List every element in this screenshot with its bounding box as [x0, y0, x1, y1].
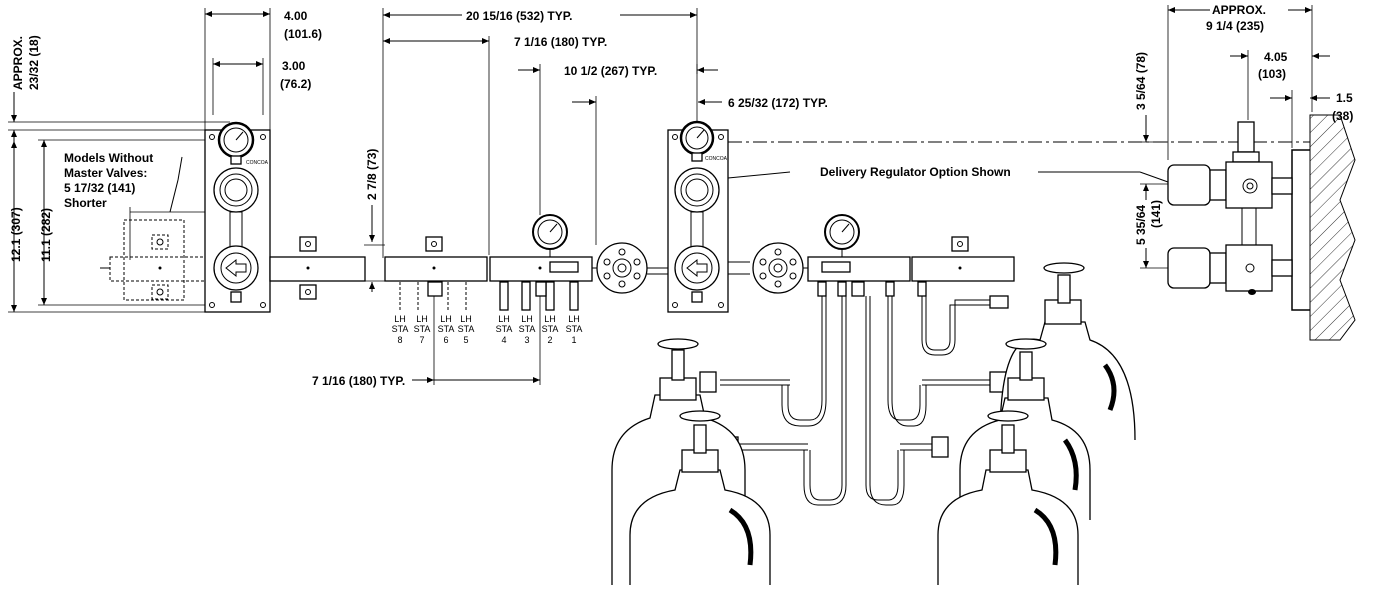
right-405-label: 4.05: [1264, 50, 1288, 64]
station-label: LH STA 5: [458, 314, 475, 345]
delivery-regulator-note: Delivery Regulator Option Shown: [820, 165, 1011, 179]
station-label: LH STA 2: [542, 314, 559, 345]
center-manifold: [384, 214, 668, 311]
svg-text:STA: STA: [392, 324, 409, 334]
vertical-273-label: 2 7/8 (73): [365, 149, 379, 200]
svg-text:1: 1: [571, 335, 576, 345]
svg-text:6: 6: [443, 335, 448, 345]
svg-text:LH: LH: [568, 314, 580, 324]
dimension-lines: [129, 5, 1330, 385]
svg-text:8: 8: [397, 335, 402, 345]
right-15-mm-label: (38): [1332, 109, 1353, 123]
svg-text:STA: STA: [566, 324, 583, 334]
svg-text:LH: LH: [440, 314, 452, 324]
approx-top-value: 23/32 (18): [27, 35, 41, 90]
svg-text:CONCOA: CONCOA: [705, 156, 728, 162]
station-labels: LH STA 8 LH STA 7 LH STA 6 LH STA 5 LH S…: [392, 314, 583, 345]
left-height-dims: [8, 92, 230, 313]
svg-text:LH: LH: [416, 314, 428, 324]
dim-3-mm-label: (76.2): [280, 77, 311, 91]
right-15-label: 1.5: [1336, 91, 1353, 105]
station-label: LH STA 3: [519, 314, 536, 345]
header-block-1: [269, 236, 366, 300]
svg-text:LH: LH: [498, 314, 510, 324]
svg-text:STA: STA: [519, 324, 536, 334]
dim-4-mm-label: (101.6): [284, 27, 322, 41]
models-note-line2: Master Valves:: [64, 166, 147, 180]
approx-top-label: APPROX.: [11, 36, 25, 90]
models-note-line3: 5 17/32 (141): [64, 181, 135, 195]
gas-cylinders: [611, 262, 1136, 585]
svg-text:4: 4: [501, 335, 506, 345]
right-lower-label-a: 5 35/64: [1134, 205, 1148, 245]
height-inner-label: 11.1 (282): [39, 208, 53, 262]
svg-text:5: 5: [463, 335, 468, 345]
svg-text:STA: STA: [458, 324, 475, 334]
right-405-mm-label: (103): [1258, 67, 1286, 81]
station-label: LH STA 6: [438, 314, 455, 345]
station-typ-label: 7 1/16 (180) TYP.: [514, 35, 607, 49]
station-label: LH STA 1: [566, 314, 583, 345]
dim-3-label: 3.00: [282, 59, 306, 73]
svg-text:LH: LH: [460, 314, 472, 324]
right-upper-label: 3 5/64 (78): [1134, 52, 1148, 110]
right-lower-label-b: (141): [1149, 200, 1163, 228]
svg-text:2: 2: [547, 335, 552, 345]
svg-text:CONCOA: CONCOA: [246, 160, 269, 166]
span-typ-label: 10 1/2 (267) TYP.: [564, 64, 657, 78]
dimension-labels: 4.00 (101.6) 3.00 (76.2) APPROX. 23/32 (…: [9, 3, 1353, 388]
svg-text:3: 3: [524, 335, 529, 345]
dim-4-label: 4.00: [284, 9, 308, 23]
svg-text:STA: STA: [438, 324, 455, 334]
bottom-typ-label: 7 1/16 (180) TYP.: [312, 374, 405, 388]
reg-typ-label: 6 25/32 (172) TYP.: [728, 96, 828, 110]
station-label: LH STA 8: [392, 314, 409, 345]
approx-right-label: APPROX.: [1212, 3, 1266, 17]
height-total-label: 12.1 (307): [9, 207, 23, 262]
models-note-line1: Models Without: [64, 151, 153, 165]
station-label: LH STA 4: [496, 314, 513, 345]
svg-text:STA: STA: [414, 324, 431, 334]
overall-typ-label: 20 15/16 (532) TYP.: [466, 9, 573, 23]
side-view: [728, 114, 1356, 341]
svg-text:7: 7: [419, 335, 424, 345]
approx-right-value: 9 1/4 (235): [1206, 19, 1264, 33]
svg-text:STA: STA: [496, 324, 513, 334]
station-label: LH STA 7: [414, 314, 431, 345]
left-control-panel: CONCOA: [204, 8, 271, 313]
right-manifold: [728, 214, 1015, 297]
svg-text:LH: LH: [544, 314, 556, 324]
svg-text:LH: LH: [394, 314, 406, 324]
svg-text:LH: LH: [521, 314, 533, 324]
left-header-phantom: [100, 219, 206, 301]
svg-text:STA: STA: [542, 324, 559, 334]
center-control-panel: CONCOA: [667, 120, 729, 313]
models-note-line4: Shorter: [64, 196, 107, 210]
